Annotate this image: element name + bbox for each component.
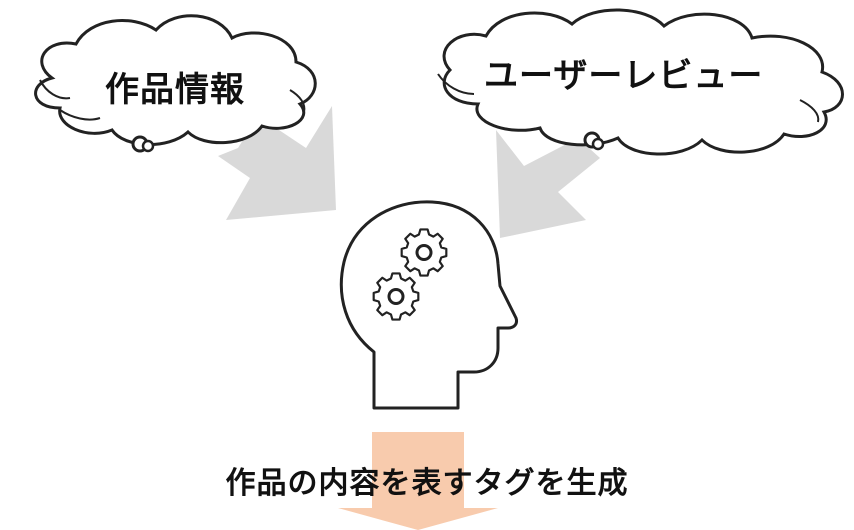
output-label: 作品の内容を表すタグを生成: [225, 466, 629, 501]
left-cloud-label: 作品情報: [105, 70, 245, 110]
right-cloud-label: ユーザーレビュー: [484, 56, 764, 96]
left-thought-cloud: [34, 14, 317, 153]
output-arrow: [338, 432, 498, 530]
gear-icon: [372, 272, 420, 321]
head-with-gears-icon: [339, 200, 518, 410]
gear-icon: [400, 228, 448, 277]
right-thought-cloud: [437, 8, 844, 156]
input-arrow-right: [496, 130, 600, 238]
